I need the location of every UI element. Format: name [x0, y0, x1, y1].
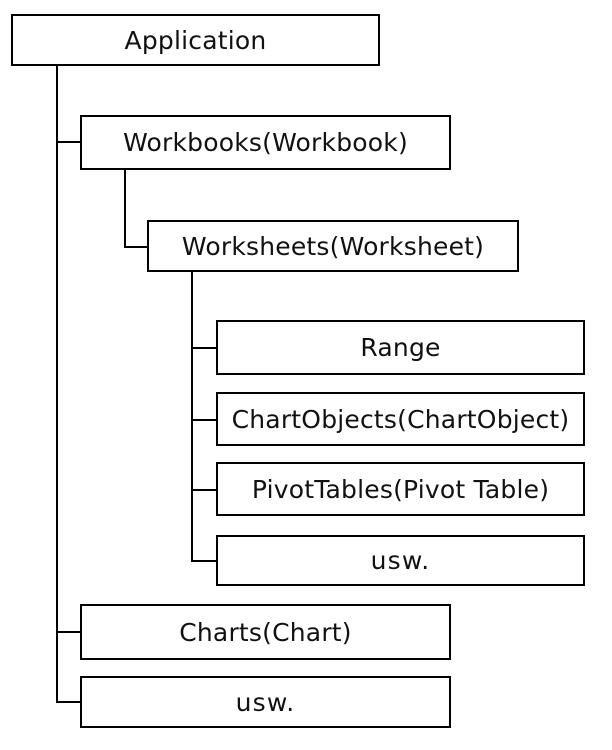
node-application[interactable]: Application — [11, 14, 380, 66]
node-pivottables[interactable]: PivotTables(Pivot Table) — [216, 462, 585, 516]
node-charts[interactable]: Charts(Chart) — [80, 604, 451, 660]
node-workbooks[interactable]: Workbooks(Workbook) — [80, 115, 451, 170]
node-charts-label: Charts(Chart) — [179, 617, 352, 647]
connector-branch-worksheets — [124, 246, 149, 248]
connector-branch-chartobjects — [191, 419, 218, 421]
connector-branch-workbooks — [56, 141, 82, 143]
node-application-label: Application — [124, 25, 267, 55]
node-chartobjects-label: ChartObjects(ChartObject) — [231, 404, 570, 434]
node-worksheets-label: Worksheets(Worksheet) — [181, 231, 485, 261]
node-range[interactable]: Range — [216, 320, 585, 375]
node-range-label: Range — [360, 333, 441, 362]
node-worksheets[interactable]: Worksheets(Worksheet) — [147, 220, 519, 272]
node-usw-worksheets-label: usw. — [370, 546, 431, 575]
connector-trunk-application — [56, 64, 58, 702]
connector-branch-usw-application — [56, 701, 82, 703]
connector-branch-usw-worksheets — [191, 560, 218, 562]
node-workbooks-label: Workbooks(Workbook) — [123, 128, 408, 157]
connector-branch-range — [191, 347, 218, 349]
connector-trunk-worksheets — [191, 270, 193, 562]
node-usw-worksheets[interactable]: usw. — [216, 535, 585, 586]
node-pivottables-label: PivotTables(Pivot Table) — [251, 474, 550, 504]
node-chartobjects[interactable]: ChartObjects(ChartObject) — [216, 392, 585, 446]
node-usw-application-label: usw. — [235, 687, 296, 717]
connector-branch-pivottables — [191, 489, 218, 491]
node-usw-application[interactable]: usw. — [80, 676, 451, 728]
connector-trunk-workbooks — [124, 168, 126, 248]
connector-branch-charts — [56, 631, 82, 633]
